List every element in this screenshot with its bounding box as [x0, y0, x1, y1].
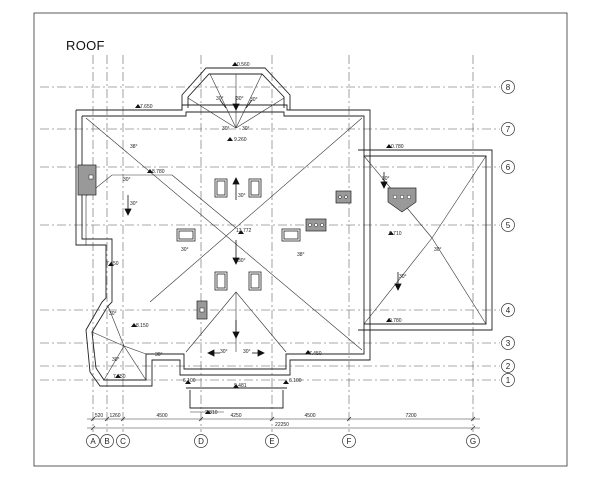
elev-bottom-left: 7.650 — [113, 374, 126, 380]
row-axis-5-label: 5 — [506, 221, 511, 230]
row-axis-8: 8 — [501, 80, 515, 94]
column-axis-E-label: E — [269, 437, 274, 446]
elev-right-top: 0.780 — [391, 144, 404, 150]
row-axis-6: 6 — [501, 160, 515, 174]
row-axis-4: 4 — [501, 303, 515, 317]
elev-bay-top: 0.560 — [237, 62, 250, 68]
row-axis-3-label: 3 — [506, 339, 511, 348]
row-axis-5: 5 — [501, 218, 515, 232]
dim-seg-2: 1260 — [109, 413, 120, 419]
slope-label-bay-2: 30° — [236, 96, 244, 102]
row-axis-4-label: 4 — [506, 306, 511, 315]
row-axis-2-label: 2 — [506, 362, 511, 371]
column-axis-C: C — [116, 434, 130, 448]
elev-left-mid: 7.450 — [106, 261, 119, 267]
elev-porch-left: 6.100 — [183, 378, 196, 384]
slope-arrows — [124, 96, 402, 357]
elev-left-eave: 7.650 — [140, 104, 153, 110]
elevation-labels: 7.650 0.560 9.260 8.780 13.772 7.450 8.1… — [106, 62, 404, 389]
column-axis-G-label: G — [470, 437, 476, 446]
elev-ridge-center: 13.772 — [236, 228, 252, 234]
sheet-border — [33, 12, 568, 467]
column-axis-D: D — [194, 434, 208, 448]
dim-overall: 22250 — [275, 422, 289, 428]
column-axis-B-label: B — [104, 437, 109, 446]
chimneys — [77, 164, 417, 320]
slope-label-wing-bottom: 30° — [399, 274, 407, 280]
dim-seg-3: 4500 — [156, 413, 167, 419]
slope-label-38: 38° — [130, 144, 138, 150]
dim-seg-1: 520 — [95, 413, 104, 419]
slope-label-left: 30° — [130, 201, 138, 207]
dimension-labels: 520 1260 4500 4250 4500 7200 22250 — [95, 413, 417, 428]
row-axis-bubbles: 8 7 6 5 4 3 2 1 — [501, 80, 515, 387]
column-axis-A: A — [86, 434, 100, 448]
row-axis-7: 7 — [501, 122, 515, 136]
roof-outline — [75, 67, 493, 409]
column-axis-A-label: A — [90, 437, 96, 446]
elev-left-bay: 8.150 — [136, 323, 149, 329]
column-axis-F: F — [342, 434, 356, 448]
elev-porch-peak: 9.481 — [234, 383, 247, 389]
slope-label-top-1: 30° — [222, 126, 230, 132]
chimney-right — [335, 190, 352, 204]
row-axis-8-label: 8 — [506, 83, 511, 92]
slope-label-wing-top: 30° — [382, 176, 390, 182]
slope-label-porch-right: 30° — [243, 349, 251, 355]
row-axis-1: 1 — [501, 373, 515, 387]
slope-label-porch-left: 30° — [220, 349, 228, 355]
elev-porch-right: 6.100 — [289, 378, 302, 384]
column-axis-E: E — [265, 434, 279, 448]
slope-labels: 30° 30° 30° 30° 30° 38° 30° 30° 30° 30° … — [109, 96, 442, 363]
row-axis-3: 3 — [501, 336, 515, 350]
skylights — [176, 178, 301, 291]
dim-seg-5: 4500 — [304, 413, 315, 419]
column-axis-C-label: C — [120, 437, 126, 446]
porch-dimension: 2.810 — [190, 410, 224, 416]
elev-left-gable: 8.780 — [152, 169, 165, 175]
column-axis-D-label: D — [198, 437, 204, 446]
hip-ridge-lines — [85, 73, 487, 381]
elevation-markers — [108, 62, 394, 414]
slope-label-center-bottom: 30° — [238, 258, 246, 264]
drawing-title: ROOF — [66, 38, 105, 53]
column-axis-F-label: F — [347, 437, 352, 446]
dim-seg-4: 4250 — [230, 413, 241, 419]
slope-label-center-right: 38° — [297, 252, 305, 258]
slope-label-center-left: 30° — [181, 247, 189, 253]
slope-label-center-top: 30° — [238, 193, 246, 199]
slope-label-bay-1: 30° — [216, 96, 224, 102]
elev-right-mid: 9.710 — [389, 231, 402, 237]
porch-width-label: 2.810 — [205, 410, 218, 416]
chimney-left — [77, 164, 97, 196]
slope-label-bay-low-3: 30° — [155, 352, 163, 358]
column-axis-G: G — [466, 434, 480, 448]
elev-ridge-top: 9.260 — [234, 137, 247, 143]
elev-right-bottom: 0.780 — [389, 318, 402, 324]
dimension-chain — [87, 416, 480, 431]
hip-line-b — [149, 117, 363, 303]
slope-label-wing-right: 30° — [434, 247, 442, 253]
slope-label-left-gable: 30° — [123, 177, 131, 183]
hip-line-a — [85, 117, 363, 351]
elev-lower-right: 7.450 — [309, 351, 322, 357]
slope-label-bay-low-1: 30° — [109, 311, 117, 317]
row-axis-1-label: 1 — [506, 376, 511, 385]
slope-label-top-2: 30° — [242, 126, 250, 132]
row-axis-7-label: 7 — [506, 125, 511, 134]
chimney-wing — [387, 187, 417, 213]
column-axis-B: B — [100, 434, 114, 448]
row-axis-2: 2 — [501, 359, 515, 373]
slope-label-bay-3: 30° — [250, 97, 258, 103]
slope-label-bay-low-2: 30° — [112, 357, 120, 363]
left-gable-ridge — [85, 174, 172, 245]
row-axis-6-label: 6 — [506, 163, 511, 172]
dim-seg-6: 7200 — [405, 413, 416, 419]
